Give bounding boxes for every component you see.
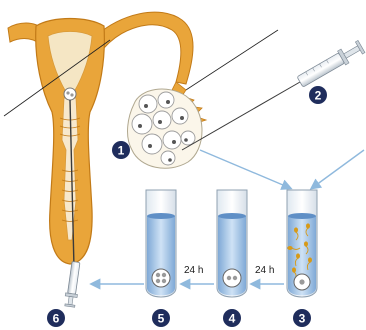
step-badge-5: 5 <box>152 309 170 327</box>
step-number: 1 <box>118 144 125 158</box>
step-badge-3: 3 <box>293 309 311 327</box>
pronucleus <box>227 276 231 280</box>
step-badge-1: 1 <box>112 141 130 159</box>
embryo-4-cell <box>152 269 170 287</box>
step-number: 4 <box>229 312 236 326</box>
fertilized-egg <box>223 269 241 287</box>
oocyte-nucleus <box>299 279 304 284</box>
flow-arrow <box>200 150 290 188</box>
step-number: 6 <box>53 312 60 326</box>
flow-arrow <box>312 150 364 188</box>
pronucleus <box>233 276 237 280</box>
step-number: 5 <box>158 312 165 326</box>
step-number: 3 <box>299 312 306 326</box>
step-badge-6: 6 <box>47 309 65 327</box>
embryo-cell <box>70 93 73 96</box>
culture-tube-4 <box>217 190 247 297</box>
embryo-cell <box>66 91 69 94</box>
aspiration-syringe <box>296 40 365 89</box>
interval-label: 24 h <box>184 265 203 276</box>
right-fallopian-tube <box>96 12 193 84</box>
transfer-syringe <box>64 261 82 307</box>
step-badge-4: 4 <box>223 309 241 327</box>
step-number: 2 <box>315 89 322 103</box>
culture-tube-5 <box>146 190 176 297</box>
implanted-embryo <box>64 88 76 100</box>
step-badge-2: 2 <box>309 86 327 104</box>
interval-label: 24 h <box>255 265 274 276</box>
culture-tube-3 <box>287 190 317 297</box>
